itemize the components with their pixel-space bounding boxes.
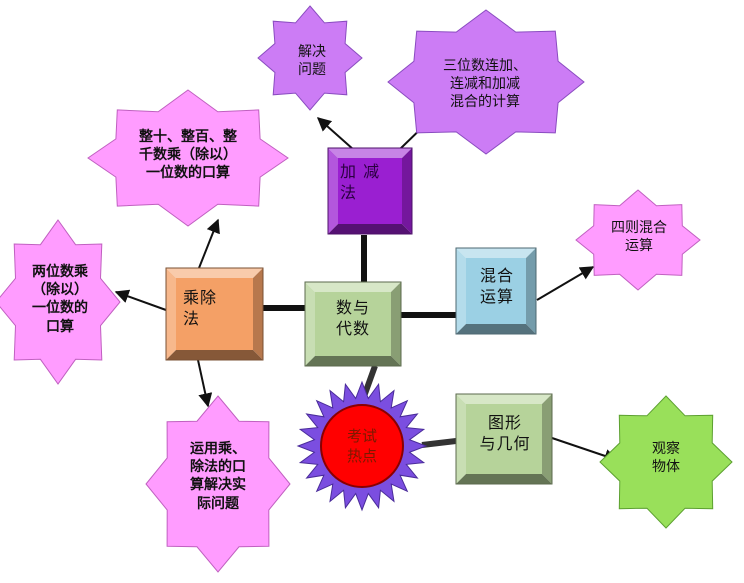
connector-hot-tuxing [421, 438, 457, 448]
star-guan-cha [599, 395, 733, 529]
star-san-wei [387, 9, 585, 155]
star-zheng-shi [87, 89, 289, 227]
arrow-to-jiejue [316, 117, 355, 151]
star-si-ze [575, 189, 701, 291]
box-cheng-chu [165, 267, 264, 361]
arrow-to-yunyong [197, 359, 213, 408]
arrow-to-zhengshi [198, 218, 220, 269]
arrow-to-liangwei [114, 289, 167, 311]
star-yun-yong [145, 395, 291, 573]
star-liang-wei [0, 219, 121, 385]
hot-spot-core [320, 404, 404, 488]
box-tu-xing [455, 393, 553, 485]
star-jie-jue [257, 5, 363, 111]
box-hun-he [455, 247, 537, 335]
box-center [304, 281, 402, 367]
box-jia-jian [327, 147, 413, 235]
arrow-to-size [536, 266, 595, 301]
